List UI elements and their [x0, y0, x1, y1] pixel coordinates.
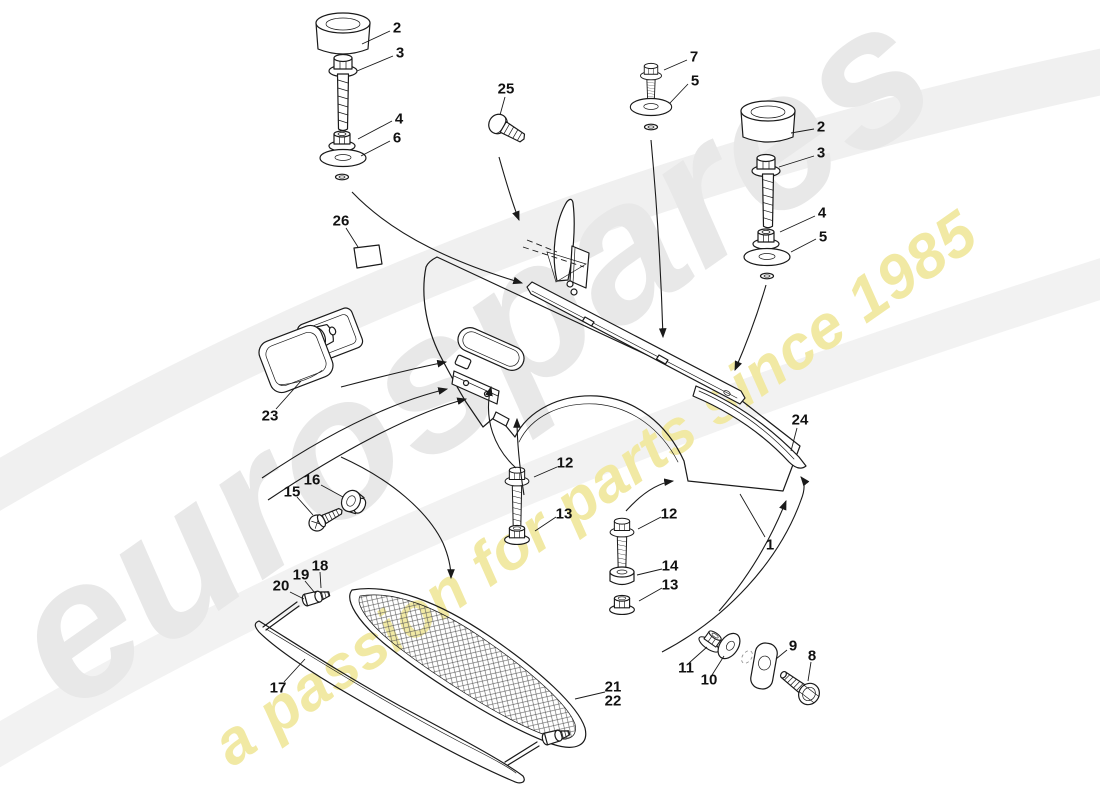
- press-screw-25: [488, 113, 526, 143]
- side-lamp-23: [258, 307, 364, 394]
- mesh-grille-21-22: [349, 587, 587, 748]
- hole-outline: [741, 650, 753, 664]
- watermark-swoosh-bottom: [0, 258, 1100, 768]
- vent-slot: [454, 354, 472, 370]
- bolt-12-spacer-14-nut-13-stack: [609, 517, 635, 616]
- top-rail: [526, 281, 746, 405]
- watermark-swoosh-top: [0, 48, 1100, 511]
- lamp-lens: [258, 324, 334, 394]
- end-fitting-rear: [504, 726, 572, 766]
- watermark: eurospares a passion for parts since 198…: [0, 0, 1100, 779]
- leader-lines: [275, 30, 817, 700]
- fender-panel: [423, 256, 801, 492]
- screw-15: [308, 507, 343, 532]
- washer-10: [717, 632, 741, 660]
- trim-strip-17: [254, 620, 525, 784]
- bolt-8: [779, 670, 820, 706]
- arch-trim-24: [692, 385, 807, 469]
- assembly-arrows: [261, 139, 810, 653]
- end-fitting-front: [262, 587, 332, 631]
- cap-assembly-left: [315, 12, 371, 181]
- plate-26: [353, 244, 383, 269]
- vent-pocket: [457, 327, 525, 371]
- plate-9: [750, 642, 778, 690]
- fin-bracket: [522, 198, 590, 296]
